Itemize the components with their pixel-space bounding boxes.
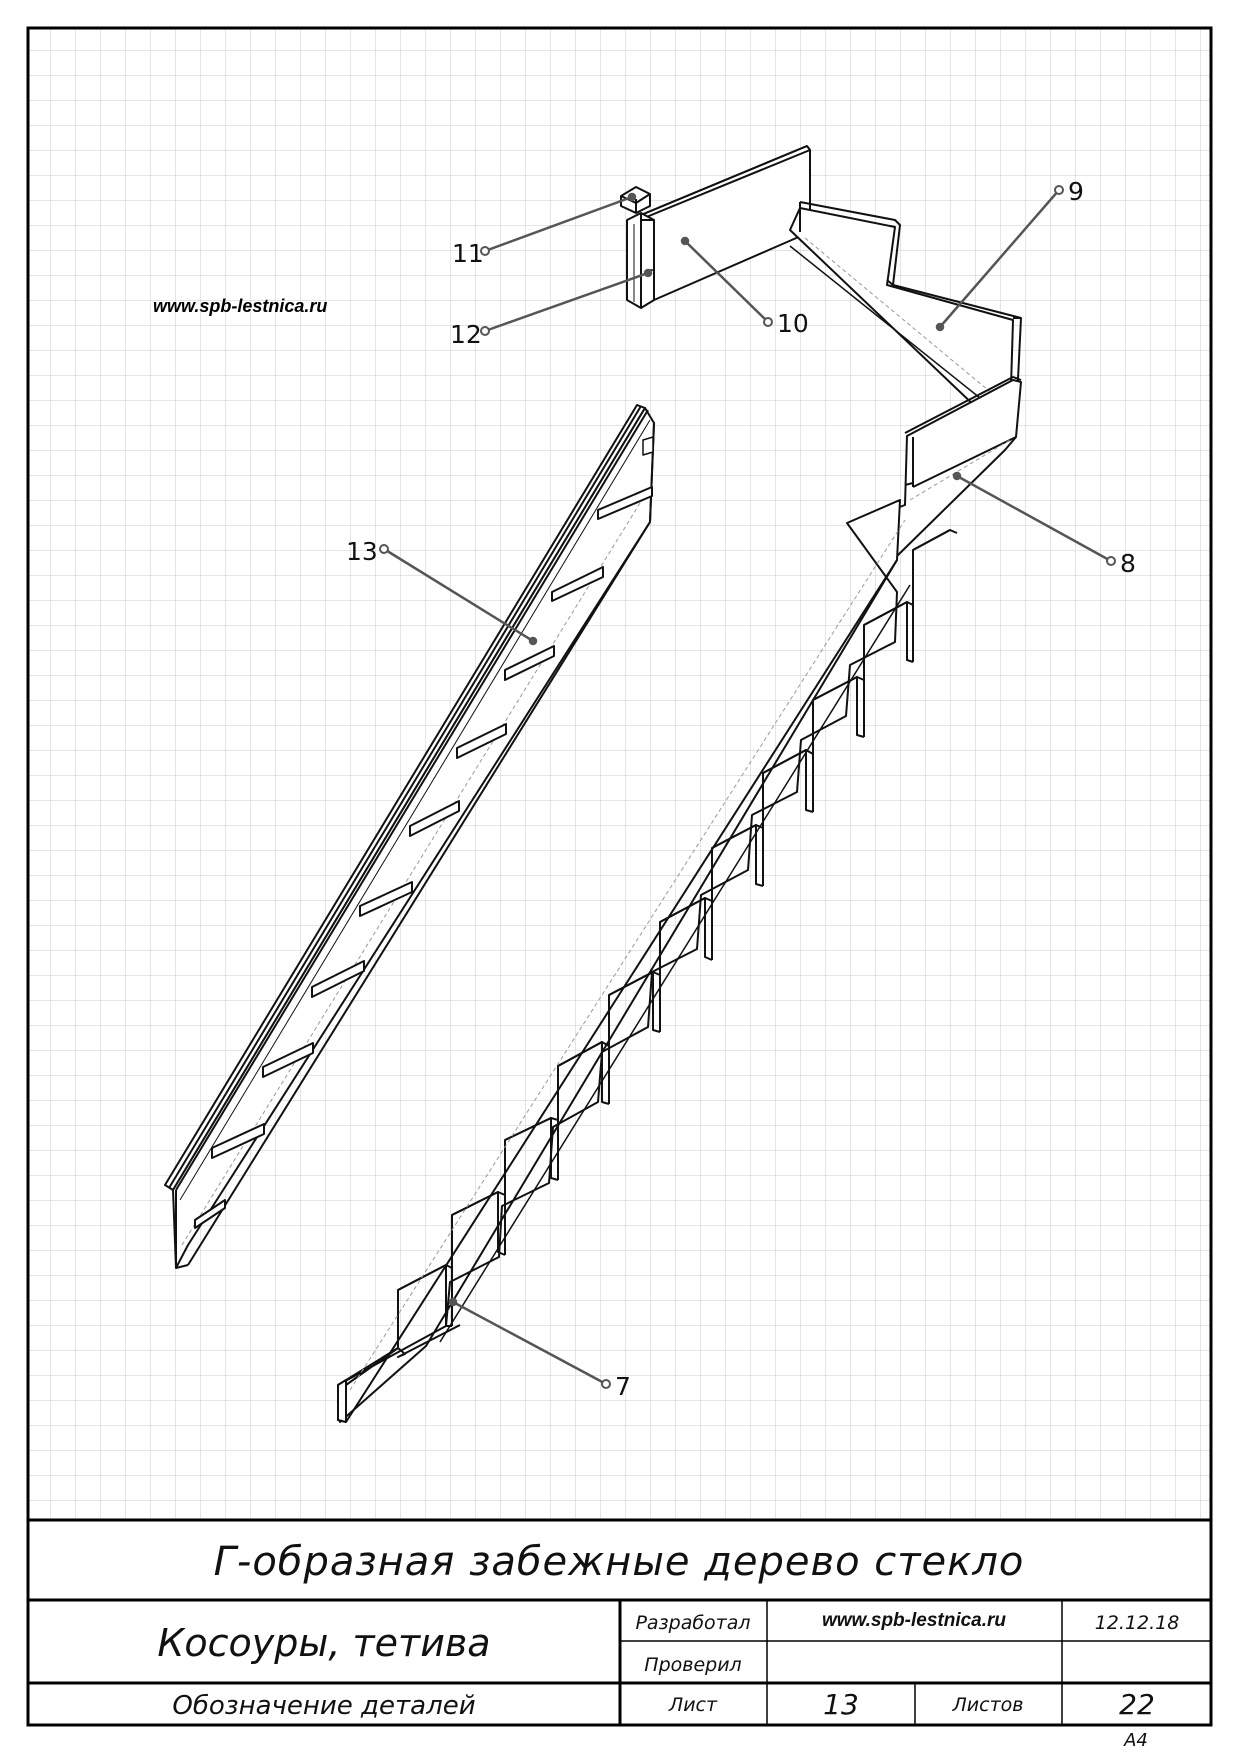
callout-label-13: 13 bbox=[346, 537, 378, 566]
leader-7 bbox=[452, 1300, 607, 1386]
checked-label: Проверил bbox=[644, 1654, 741, 1676]
callout-dots bbox=[448, 192, 962, 1307]
main-title: Г-образная забежные дерево стекло bbox=[214, 1539, 1025, 1585]
callout-label-9: 9 bbox=[1068, 177, 1084, 206]
stringer-9 bbox=[789, 201, 1022, 431]
leader-13 bbox=[383, 547, 534, 643]
stringer-13 bbox=[164, 404, 655, 1269]
sheets-label: Листов bbox=[952, 1694, 1024, 1716]
leader-12 bbox=[484, 271, 649, 333]
grid-background bbox=[28, 28, 1211, 1520]
callout-label-7: 7 bbox=[615, 1372, 631, 1401]
leader-10 bbox=[684, 240, 769, 323]
sheets-total: 22 bbox=[1119, 1688, 1155, 1721]
date-value: 12.12.18 bbox=[1095, 1612, 1180, 1634]
drawing-name: Косоуры, тетива bbox=[157, 1621, 490, 1665]
callout-leaders bbox=[383, 189, 1112, 1386]
developed-label: Разработал bbox=[635, 1612, 750, 1634]
callout-end-rings bbox=[379, 185, 1116, 1389]
leader-9 bbox=[939, 189, 1060, 328]
callout-label-10: 10 bbox=[777, 309, 809, 338]
sheet-label: Лист bbox=[668, 1694, 718, 1716]
sheet-number: 13 bbox=[823, 1688, 859, 1721]
developed-value: www.spb-lestnica.ru bbox=[822, 1610, 1006, 1631]
leader-11 bbox=[484, 195, 633, 253]
callout-label-12: 12 bbox=[450, 320, 482, 349]
format-label: A4 bbox=[1123, 1730, 1148, 1751]
website-label: www.spb-lestnica.ru bbox=[153, 296, 327, 316]
callout-label-8: 8 bbox=[1120, 549, 1136, 578]
designation-label: Обозначение деталей bbox=[172, 1691, 475, 1721]
leader-8 bbox=[956, 474, 1112, 563]
title-block bbox=[28, 1518, 1211, 1725]
stringer-8-7 bbox=[337, 376, 1022, 1423]
callout-label-11: 11 bbox=[452, 239, 484, 268]
